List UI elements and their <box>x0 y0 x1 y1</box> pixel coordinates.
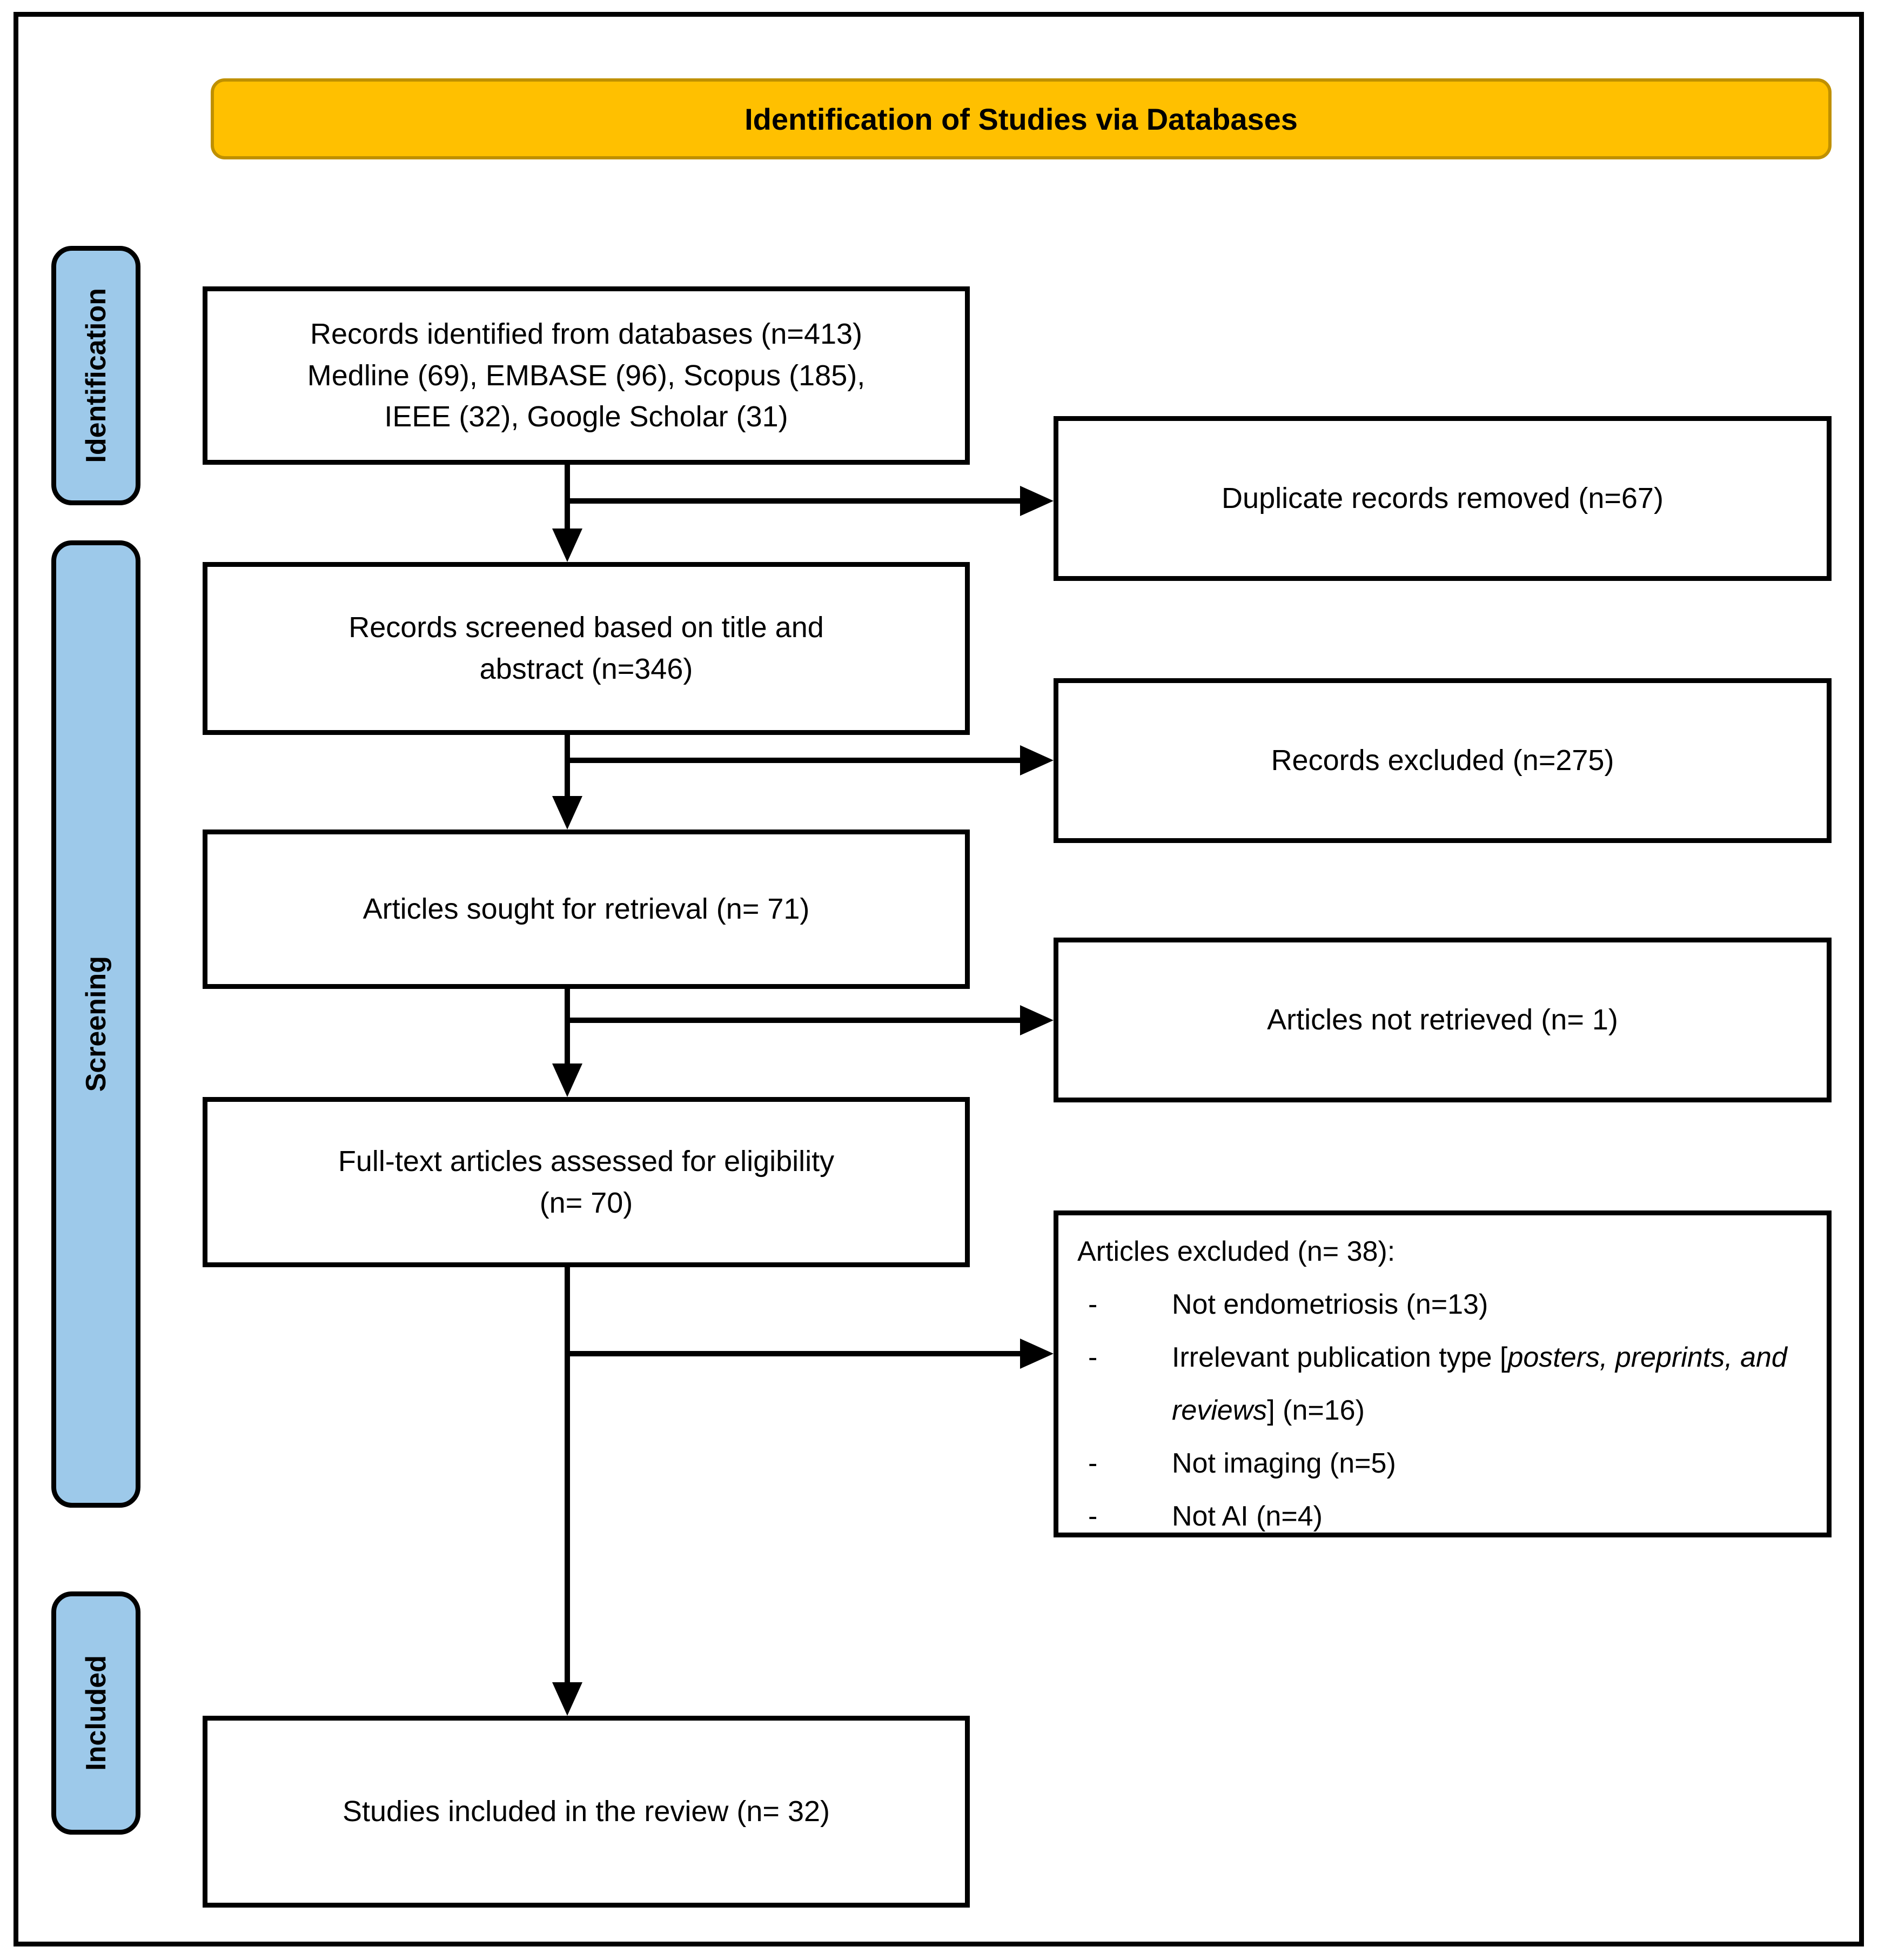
arrow-down-into-fulltext <box>552 1063 582 1097</box>
excluded-reason-text: Not endometriosis (n=13) <box>1172 1289 1488 1320</box>
excluded-reason-text: Not imaging (n=5) <box>1172 1448 1396 1479</box>
box-records-screened: Records screened based on title and abst… <box>203 562 970 735</box>
box-studies-included: Studies included in the review (n= 32) <box>203 1716 970 1908</box>
stage-identification-label: Identification <box>80 288 112 463</box>
excluded-reason-item: - Not imaging (n=5) <box>1058 1437 1827 1490</box>
connector-to-articles-excluded <box>565 1351 1024 1356</box>
stage-screening-label: Screening <box>80 956 112 1092</box>
excluded-reason-suffix: ] (n=16) <box>1267 1395 1365 1426</box>
arrow-down-into-sought <box>552 796 582 830</box>
box-articles-sought: Articles sought for retrieval (n= 71) <box>203 830 970 989</box>
dash-bullet: - <box>1088 1342 1098 1373</box>
arrow-right-into-duplicates-removed <box>1020 486 1054 516</box>
box-records-excluded-text: Records excluded (n=275) <box>1271 744 1614 777</box>
dash-bullet: - <box>1088 1501 1098 1532</box>
connector-sought-to-fulltext <box>565 989 570 1065</box>
connector-fulltext-to-included <box>565 1267 570 1683</box>
stage-identification: Identification <box>51 246 140 505</box>
box-fulltext-assessed: Full-text articles assessed for eligibil… <box>203 1097 970 1267</box>
diagram-border <box>14 12 1864 1946</box>
connector-to-records-excluded <box>565 758 1024 763</box>
title-banner: Identification of Studies via Databases <box>211 78 1832 159</box>
box-records-identified-text: Records identified from databases (n=413… <box>307 317 866 433</box>
box-articles-excluded: Articles excluded (n= 38): - Not endomet… <box>1054 1210 1832 1537</box>
box-articles-sought-text: Articles sought for retrieval (n= 71) <box>363 893 810 926</box>
stage-included-label: Included <box>80 1655 112 1771</box>
box-studies-included-text: Studies included in the review (n= 32) <box>342 1795 830 1828</box>
box-fulltext-assessed-text: Full-text articles assessed for eligibil… <box>338 1145 835 1219</box>
connector-to-articles-not-retrieved <box>565 1018 1024 1023</box>
connector-to-duplicates-removed <box>565 498 1024 504</box>
excluded-reason-prefix: Irrelevant publication type [ <box>1172 1342 1508 1373</box>
dash-bullet: - <box>1088 1448 1098 1479</box>
box-duplicates-removed: Duplicate records removed (n=67) <box>1054 416 1832 581</box>
excluded-reason-item: - Not endometriosis (n=13) <box>1058 1278 1827 1331</box>
diagram-title: Identification of Studies via Databases <box>745 102 1298 136</box>
box-records-identified: Records identified from databases (n=413… <box>203 286 970 465</box>
excluded-reason-text: Irrelevant publication type [posters, pr… <box>1172 1331 1802 1437</box>
articles-excluded-heading: Articles excluded (n= 38): <box>1077 1236 1396 1267</box>
excluded-reason-item: - Irrelevant publication type [posters, … <box>1058 1331 1827 1437</box>
box-articles-not-retrieved-text: Articles not retrieved (n= 1) <box>1267 1004 1618 1036</box>
connector-screened-to-sought <box>565 735 570 797</box>
arrow-down-into-screened <box>552 529 582 562</box>
box-duplicates-removed-text: Duplicate records removed (n=67) <box>1222 482 1664 515</box>
stage-screening: Screening <box>51 540 140 1508</box>
box-records-screened-text: Records screened based on title and abst… <box>348 611 824 685</box>
arrow-down-into-included <box>552 1682 582 1716</box>
dash-bullet: - <box>1088 1289 1098 1320</box>
excluded-reason-item: - Not AI (n=4) <box>1058 1490 1827 1543</box>
arrow-right-into-articles-excluded <box>1020 1339 1054 1369</box>
box-articles-not-retrieved: Articles not retrieved (n= 1) <box>1054 938 1832 1102</box>
excluded-reason-text: Not AI (n=4) <box>1172 1501 1323 1532</box>
excluded-reason-italic: posters, preprints, and reviews <box>1172 1342 1787 1426</box>
arrow-right-into-articles-not-retrieved <box>1020 1005 1054 1035</box>
arrow-right-into-records-excluded <box>1020 745 1054 775</box>
connector-identified-to-screened <box>565 465 570 530</box>
stage-included: Included <box>51 1591 140 1835</box>
box-records-excluded: Records excluded (n=275) <box>1054 678 1832 843</box>
